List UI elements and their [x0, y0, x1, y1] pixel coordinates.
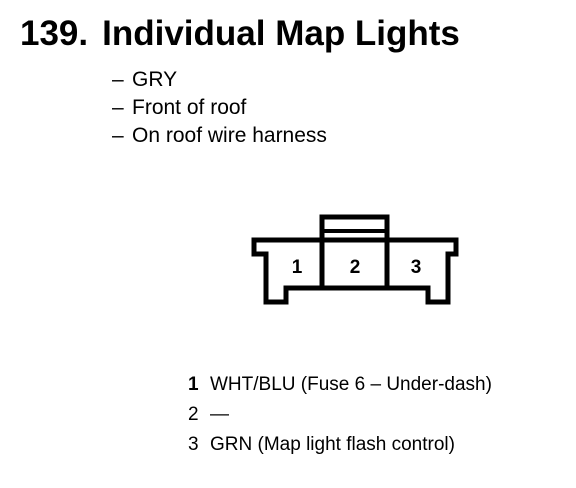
cavity-label-1: 1 — [292, 257, 303, 278]
cavity-label-2: 2 — [350, 257, 361, 278]
detail-color: –GRY — [112, 68, 178, 91]
locking-tab — [319, 214, 390, 240]
pin-row: 1 WHT/BLU (Fuse 6 – Under-dash) — [188, 370, 492, 400]
page-title: 139. Individual Map Lights — [20, 12, 460, 56]
detail-location: –Front of roof — [112, 96, 247, 119]
pin-row: 2— — [188, 400, 492, 430]
connector-title: Individual Map Lights — [102, 14, 460, 53]
pin-row: 3 GRN (Map light flash control) — [188, 430, 492, 460]
pin-description: — — [210, 404, 229, 425]
pin-number: 2 — [188, 404, 199, 425]
connector-body — [251, 237, 459, 305]
pin-description: WHT/BLU (Fuse 6 – Under-dash) — [210, 374, 492, 395]
pin-number: 3 — [188, 434, 199, 455]
pin-description: GRN (Map light flash control) — [210, 434, 455, 455]
connector-number: 139. — [20, 14, 89, 53]
connector-diagram: 1 2 3 — [251, 214, 459, 305]
connector-details: –GRY –Front of roof –On roof wire harnes… — [112, 66, 327, 150]
cavity-label-3: 3 — [411, 257, 422, 278]
detail-harness: –On roof wire harness — [112, 124, 327, 147]
pin-number: 1 — [188, 374, 199, 395]
